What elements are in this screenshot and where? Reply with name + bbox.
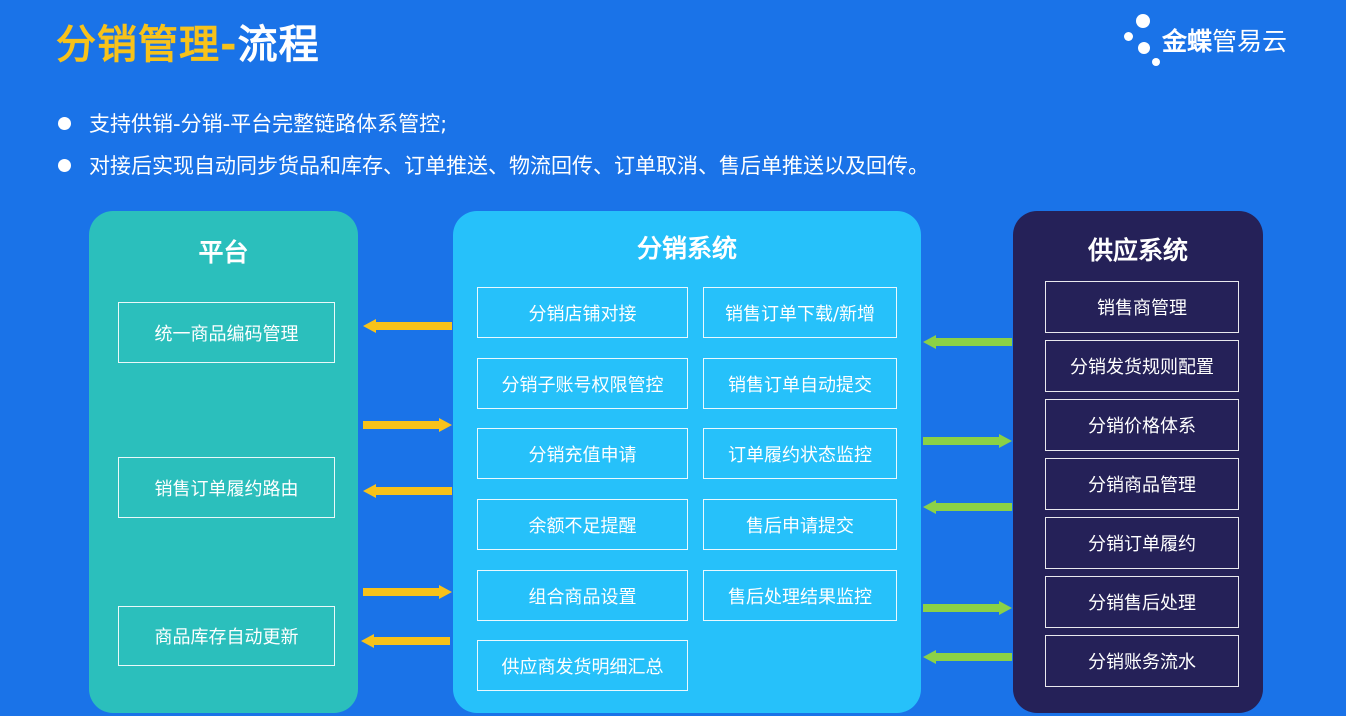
title-highlight: 分销管理- xyxy=(56,22,238,68)
supply-title: 供应系统 xyxy=(1087,236,1188,265)
distribution-item: 销售订单下载/新增 xyxy=(703,287,897,338)
supply-item: 销售商管理 xyxy=(1045,281,1239,333)
arrow-left-icon xyxy=(363,319,452,333)
supply-item: 分销订单履约 xyxy=(1045,517,1239,569)
platform-title: 平台 xyxy=(198,238,249,267)
distribution-item: 售后处理结果监控 xyxy=(703,570,897,621)
bullet-list: 支持供销-分销-平台完整链路体系管控; 对接后实现自动同步货品和库存、订单推送、… xyxy=(56,102,929,186)
distribution-item: 订单履约状态监控 xyxy=(703,428,897,479)
brand-logo: 金蝶管易云 xyxy=(1120,12,1320,72)
bullet-text: 支持供销-分销-平台完整链路体系管控; xyxy=(89,112,448,136)
page-title: 分销管理-流程 xyxy=(56,12,320,70)
arrow-left-icon xyxy=(923,335,1012,349)
arrow-right-icon xyxy=(923,434,1012,448)
platform-item: 商品库存自动更新 xyxy=(118,606,335,666)
logo-text-regular: 管易云 xyxy=(1212,27,1288,56)
supply-item: 分销商品管理 xyxy=(1045,458,1239,510)
distribution-panel: 分销系统 分销店铺对接 分销子账号权限管控 分销充值申请 余额不足提醒 组合商品… xyxy=(453,211,921,713)
arrow-right-icon xyxy=(363,418,452,432)
logo-text: 金蝶管易云 xyxy=(1162,22,1287,58)
supply-panel: 供应系统 销售商管理 分销发货规则配置 分销价格体系 分销商品管理 分销订单履约… xyxy=(1013,211,1263,713)
arrow-right-icon xyxy=(363,585,452,599)
distribution-item: 销售订单自动提交 xyxy=(703,358,897,409)
supply-item: 分销价格体系 xyxy=(1045,399,1239,451)
distribution-item: 供应商发货明细汇总 xyxy=(477,640,688,691)
arrow-left-icon xyxy=(363,484,452,498)
arrow-left-icon xyxy=(923,650,1012,664)
supply-item: 分销账务流水 xyxy=(1045,635,1239,687)
logo-dot xyxy=(1152,58,1160,66)
arrow-left-icon xyxy=(361,634,450,648)
logo-text-bold: 金蝶 xyxy=(1162,27,1213,56)
title-rest: 流程 xyxy=(237,22,320,68)
distribution-item: 余额不足提醒 xyxy=(477,499,688,550)
distribution-title: 分销系统 xyxy=(636,234,737,263)
bullet-dot-icon xyxy=(58,116,71,130)
logo-dot xyxy=(1136,14,1150,28)
bullet-text: 对接后实现自动同步货品和库存、订单推送、物流回传、订单取消、售后单推送以及回传。 xyxy=(89,154,929,178)
bullet-dot-icon xyxy=(58,158,71,172)
bullet-item: 对接后实现自动同步货品和库存、订单推送、物流回传、订单取消、售后单推送以及回传。 xyxy=(56,144,929,186)
distribution-item: 分销店铺对接 xyxy=(477,287,688,338)
bullet-item: 支持供销-分销-平台完整链路体系管控; xyxy=(56,102,929,144)
platform-item: 销售订单履约路由 xyxy=(118,457,335,518)
distribution-item: 分销充值申请 xyxy=(477,428,688,479)
distribution-item: 组合商品设置 xyxy=(477,570,688,621)
distribution-item: 售后申请提交 xyxy=(703,499,897,550)
arrow-left-icon xyxy=(923,500,1012,514)
platform-item: 统一商品编码管理 xyxy=(118,302,335,363)
logo-dot xyxy=(1138,42,1150,54)
distribution-item: 分销子账号权限管控 xyxy=(477,358,688,409)
platform-panel: 平台 统一商品编码管理 销售订单履约路由 商品库存自动更新 xyxy=(89,211,358,713)
arrow-right-icon xyxy=(923,601,1012,615)
supply-item: 分销发货规则配置 xyxy=(1045,340,1239,392)
supply-item: 分销售后处理 xyxy=(1045,576,1239,628)
logo-dot xyxy=(1124,32,1133,41)
